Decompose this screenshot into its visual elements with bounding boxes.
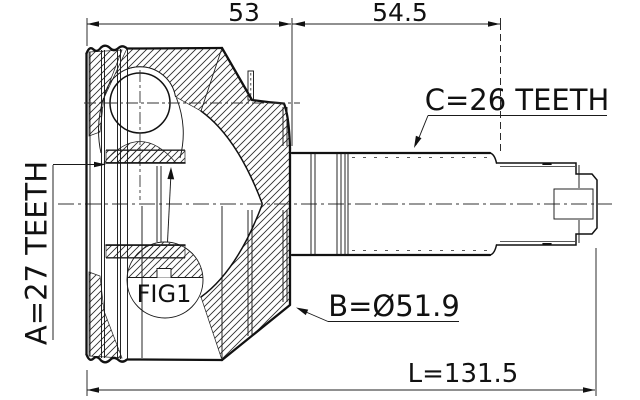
diameter-b-label: B=Ø51.9 <box>328 289 460 323</box>
hatch-left-bottom <box>88 271 123 359</box>
diameter-callout: B=Ø51.9 <box>296 289 460 323</box>
fig1-detail-circle <box>126 241 204 319</box>
abs-ring-tab <box>247 70 254 101</box>
cotter-pin-slot <box>553 188 594 220</box>
splined-shaft-section <box>352 157 487 251</box>
spline-c-teeth-label: C=26 TEETH <box>425 83 610 117</box>
length-dimension-label: L=131.5 <box>408 359 519 389</box>
cage-left <box>98 97 104 154</box>
outer-spline-callout: C=26 TEETH <box>414 83 609 148</box>
boot-grooves <box>89 49 128 359</box>
dimension-53-label: 53 <box>228 0 260 27</box>
housing-section <box>85 44 292 364</box>
threaded-tip <box>495 162 598 246</box>
fig1-arrowhead <box>167 167 175 180</box>
cage-right <box>176 97 184 159</box>
fig1-detail: FIG1 <box>126 167 204 319</box>
cavity-mouth <box>200 110 263 298</box>
boot-lip-edges <box>247 107 288 336</box>
dimension-overall-length: L=131.5 <box>86 248 597 396</box>
race-groove-arc <box>104 66 176 97</box>
section-hatching <box>88 47 291 361</box>
ball-bearing <box>84 66 300 200</box>
dimension-housing-53: 53 <box>86 0 293 146</box>
fig1-leader <box>167 178 172 243</box>
fig1-key-tab <box>157 268 171 278</box>
dimension-54-5-label: 54.5 <box>372 0 428 27</box>
output-shaft <box>290 151 598 257</box>
boot-seat-grooves <box>310 153 349 255</box>
spline-a-teeth-label: A=27 TEETH <box>20 161 54 345</box>
inner-spline-callout: A=27 TEETH <box>20 161 106 345</box>
dimension-shaft-54-5: 54.5 <box>292 0 501 155</box>
fig1-detail-label: FIG1 <box>137 280 192 308</box>
